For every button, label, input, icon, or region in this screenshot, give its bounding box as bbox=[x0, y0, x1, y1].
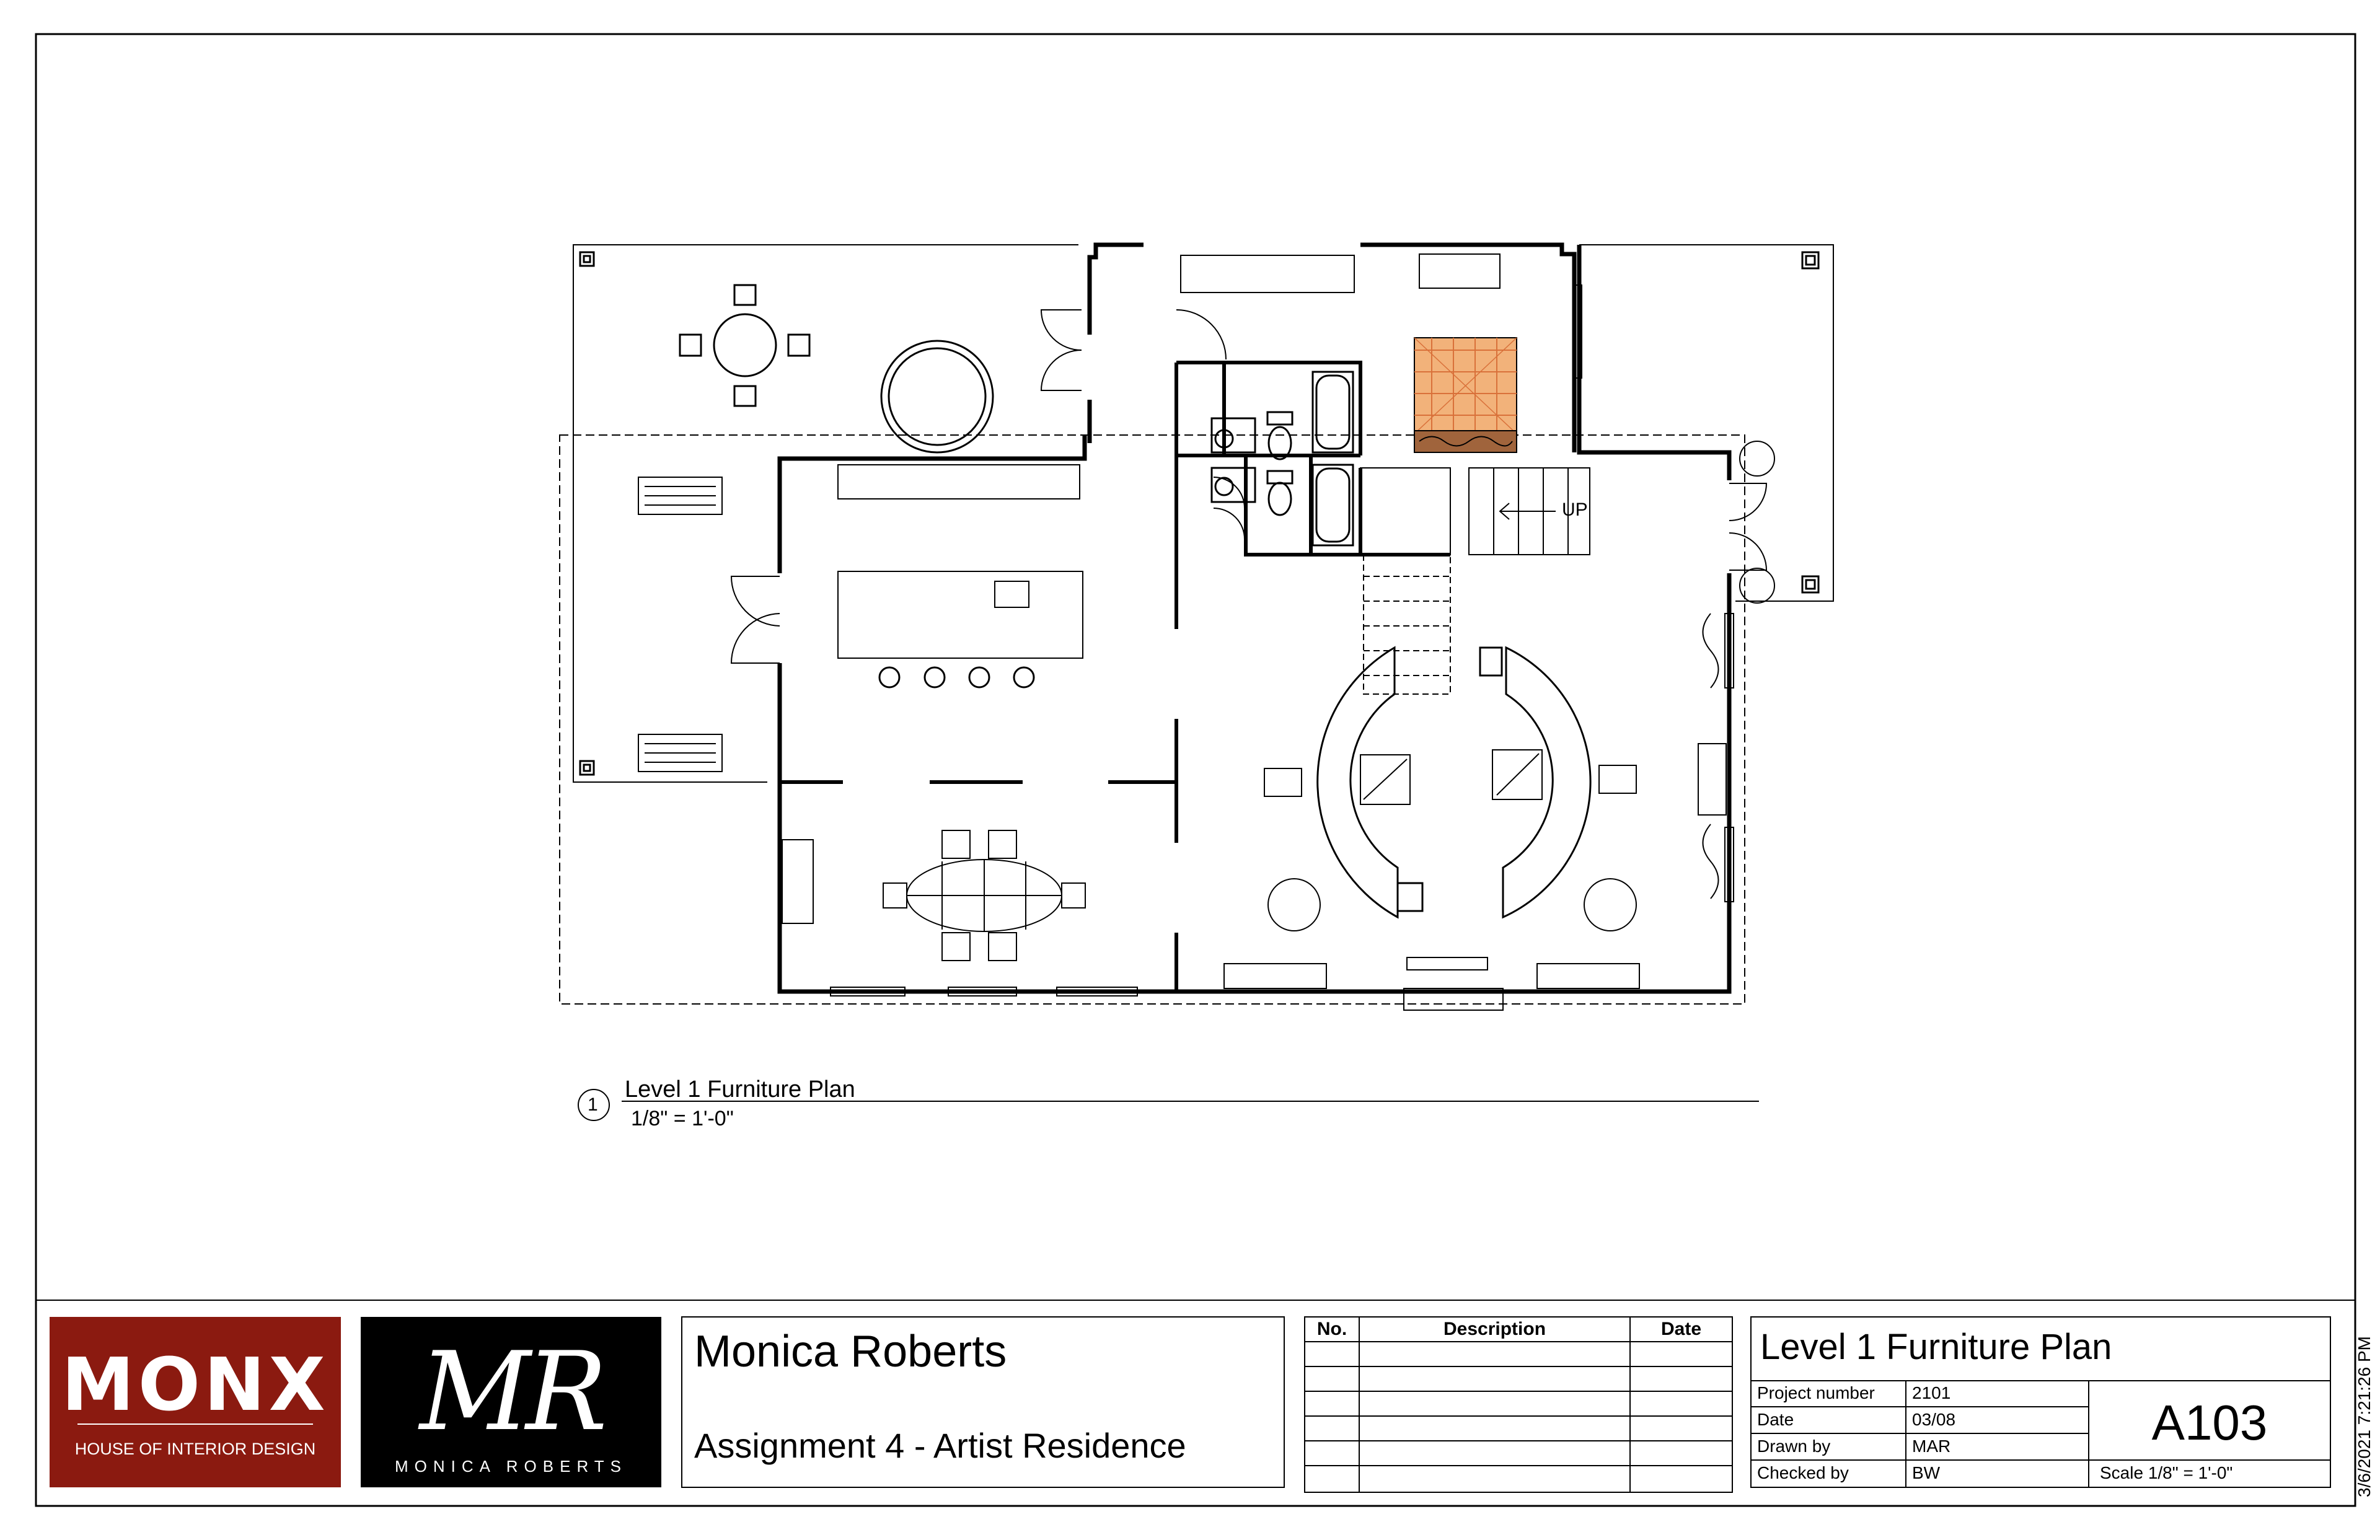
view-scale: 1/8" = 1'-0" bbox=[631, 1107, 734, 1130]
designer-name: Monica Roberts bbox=[694, 1327, 1007, 1376]
field-value-project-number: 2101 bbox=[1912, 1383, 1951, 1402]
entry-console bbox=[1403, 988, 1504, 1011]
field-label-checked-by: Checked by bbox=[1757, 1463, 1849, 1482]
patio-boundary-east bbox=[1579, 244, 1834, 602]
planters-east bbox=[1702, 441, 1775, 899]
rev-header-date: Date bbox=[1660, 1319, 1702, 1339]
stair-up-label: UP bbox=[1562, 499, 1588, 520]
roof-overhang-outline bbox=[559, 434, 1745, 1005]
field-value-date: 03/08 bbox=[1912, 1410, 1956, 1429]
print-timestamp: 3/6/2021 7:21:26 PM bbox=[2355, 1336, 2374, 1497]
round-hot-tub bbox=[880, 340, 994, 454]
fireplace bbox=[782, 839, 814, 924]
dining-table-set bbox=[883, 830, 1086, 961]
view-number: 1 bbox=[588, 1094, 598, 1115]
designer-box bbox=[681, 1316, 1285, 1488]
doors bbox=[730, 309, 1768, 664]
bar-stools bbox=[878, 666, 1035, 689]
side-tables bbox=[1264, 749, 1637, 805]
bed bbox=[1414, 337, 1517, 453]
monx-logo: MONX HOUSE OF INTERIOR DESIGN bbox=[50, 1317, 341, 1487]
posts bbox=[579, 251, 1820, 776]
revision-table bbox=[1304, 1316, 1733, 1493]
media-cabinet bbox=[1698, 743, 1727, 816]
field-label-date: Date bbox=[1757, 1410, 1794, 1429]
monica-roberts-logo: MR MONICA ROBERTS bbox=[361, 1317, 661, 1487]
sheet-name: Level 1 Furniture Plan bbox=[1760, 1327, 2112, 1367]
mr-name: MONICA ROBERTS bbox=[394, 1457, 627, 1476]
project-title: Assignment 4 - Artist Residence bbox=[694, 1426, 1186, 1465]
island-sink bbox=[994, 581, 1029, 608]
mr-monogram: MR bbox=[420, 1329, 607, 1455]
bedroom-dresser bbox=[1419, 253, 1501, 289]
sheet-info-box bbox=[1750, 1316, 2331, 1488]
field-label-project-number: Project number bbox=[1757, 1383, 1875, 1402]
patio-table-set bbox=[679, 284, 811, 407]
patio-bench bbox=[638, 477, 723, 772]
rev-header-no: No. bbox=[1316, 1319, 1347, 1339]
windows bbox=[830, 255, 1734, 997]
monx-rule bbox=[77, 1423, 313, 1425]
bathroom-fixtures bbox=[1210, 371, 1354, 547]
exterior-walls bbox=[777, 242, 1732, 994]
patio-boundary bbox=[573, 244, 1078, 435]
field-label-drawn-by: Drawn by bbox=[1757, 1437, 1831, 1456]
field-value-checked-by: BW bbox=[1912, 1463, 1941, 1482]
stairs bbox=[1360, 467, 1590, 695]
kitchen-counter bbox=[837, 464, 1080, 499]
monx-wordmark: MONX bbox=[61, 1342, 329, 1427]
view-number-circle bbox=[578, 1089, 610, 1121]
sheet-border bbox=[35, 33, 2356, 1507]
floor-plan bbox=[559, 242, 1834, 1011]
field-value-drawn-by: MAR bbox=[1912, 1437, 1951, 1456]
plants bbox=[1267, 878, 1637, 931]
patio-boundary-west bbox=[573, 435, 767, 783]
view-title: Level 1 Furniture Plan bbox=[625, 1076, 855, 1102]
monx-tagline: HOUSE OF INTERIOR DESIGN bbox=[74, 1440, 316, 1458]
curved-sofas bbox=[1316, 646, 1592, 919]
rev-header-description: Description bbox=[1443, 1319, 1546, 1339]
sheet-number: A103 bbox=[2151, 1395, 2268, 1450]
kitchen-island bbox=[837, 571, 1083, 659]
sheet-scale: Scale 1/8" = 1'-0" bbox=[2100, 1463, 2233, 1482]
